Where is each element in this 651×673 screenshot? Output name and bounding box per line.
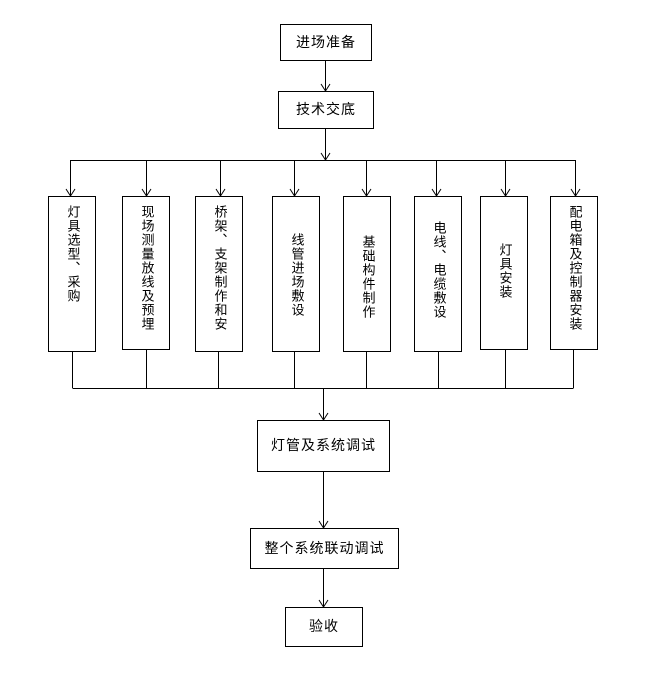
task-label: 线管进场敷设 — [288, 233, 304, 317]
task-label: 灯具选型、采购 — [64, 205, 80, 303]
task-foundation: 基础构件制作 — [343, 196, 391, 352]
step-system-linkage-test: 整个系统联动调试 — [250, 528, 399, 569]
step-acceptance: 验收 — [285, 607, 363, 647]
task-lamp-selection: 灯具选型、采购 — [48, 196, 96, 352]
task-lamp-installation: 灯具安装 — [480, 196, 528, 350]
connector-lines — [70, 61, 576, 607]
task-site-survey: 现场测量放线及预埋 — [122, 196, 170, 350]
task-conduit-laying: 线管进场敷设 — [272, 196, 320, 352]
task-distribution-box: 配电箱及控制器安装 — [550, 196, 598, 350]
task-label: 灯具安装 — [496, 243, 512, 299]
task-tray-bracket: 桥架、支架制作和安 — [195, 196, 243, 352]
step-site-preparation: 进场准备 — [280, 24, 372, 61]
task-label: 基础构件制作 — [359, 235, 375, 319]
task-label: 电线、电缆敷设 — [430, 221, 446, 319]
arrowhead — [320, 152, 331, 161]
task-label: 配电箱及控制器安装 — [566, 205, 582, 331]
step-lamp-system-test: 灯管及系统调试 — [257, 420, 390, 472]
task-label: 现场测量放线及预埋 — [138, 205, 154, 331]
task-label: 桥架、支架制作和安 — [211, 205, 227, 331]
task-cable-laying: 电线、电缆敷设 — [414, 196, 462, 352]
step-technical-briefing: 技术交底 — [278, 91, 374, 129]
